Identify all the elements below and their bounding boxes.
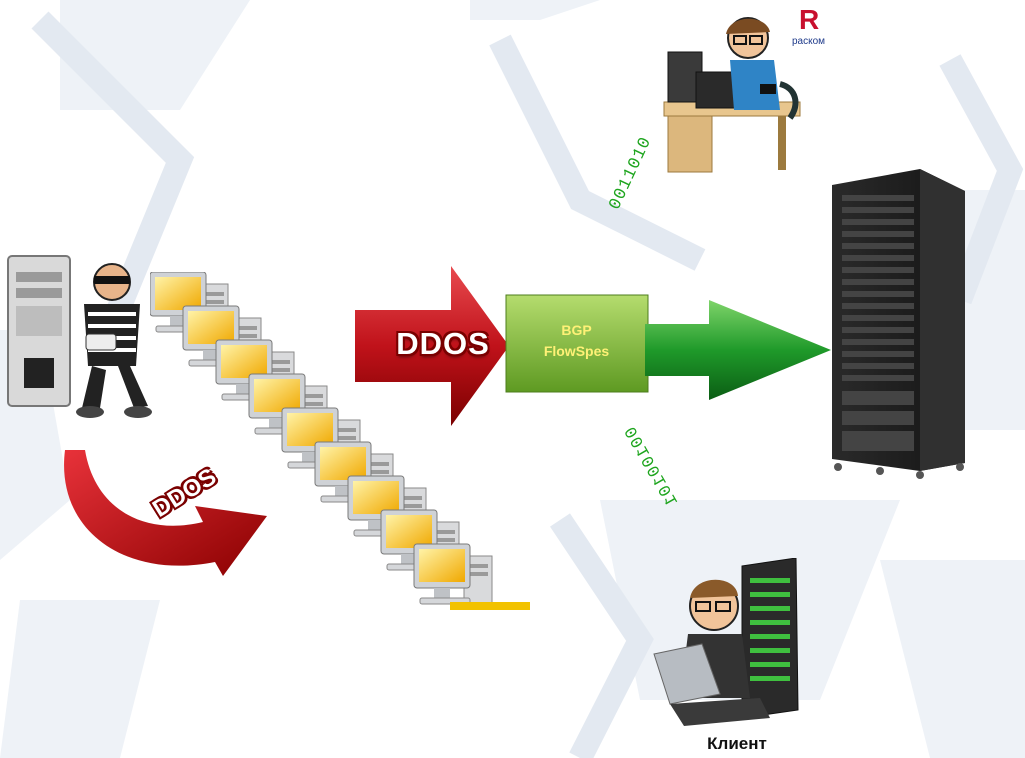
- ddos-arrow-label: DDOS: [396, 326, 490, 361]
- admin-at-desk-icon: [663, 17, 801, 173]
- client-label: Клиент: [707, 734, 767, 753]
- filter-box-line2: FlowSpes: [543, 343, 610, 359]
- hacker-icon: [7, 255, 152, 418]
- server-rack-icon: [832, 169, 965, 479]
- company-logo-text: раском: [792, 36, 826, 47]
- bgp-flowspec-box: [505, 294, 649, 393]
- client-with-laptop-icon: [653, 558, 799, 726]
- curved-ddos-arrow: [64, 450, 268, 576]
- ddos-attack-arrow: [355, 266, 509, 426]
- botnet-computers: [150, 272, 530, 610]
- filter-box-line1: BGP: [561, 322, 592, 338]
- clean-traffic-arrow: [645, 300, 831, 400]
- filter-box-label: BGP FlowSpes: [506, 320, 647, 362]
- company-logo-mark: R: [799, 4, 820, 35]
